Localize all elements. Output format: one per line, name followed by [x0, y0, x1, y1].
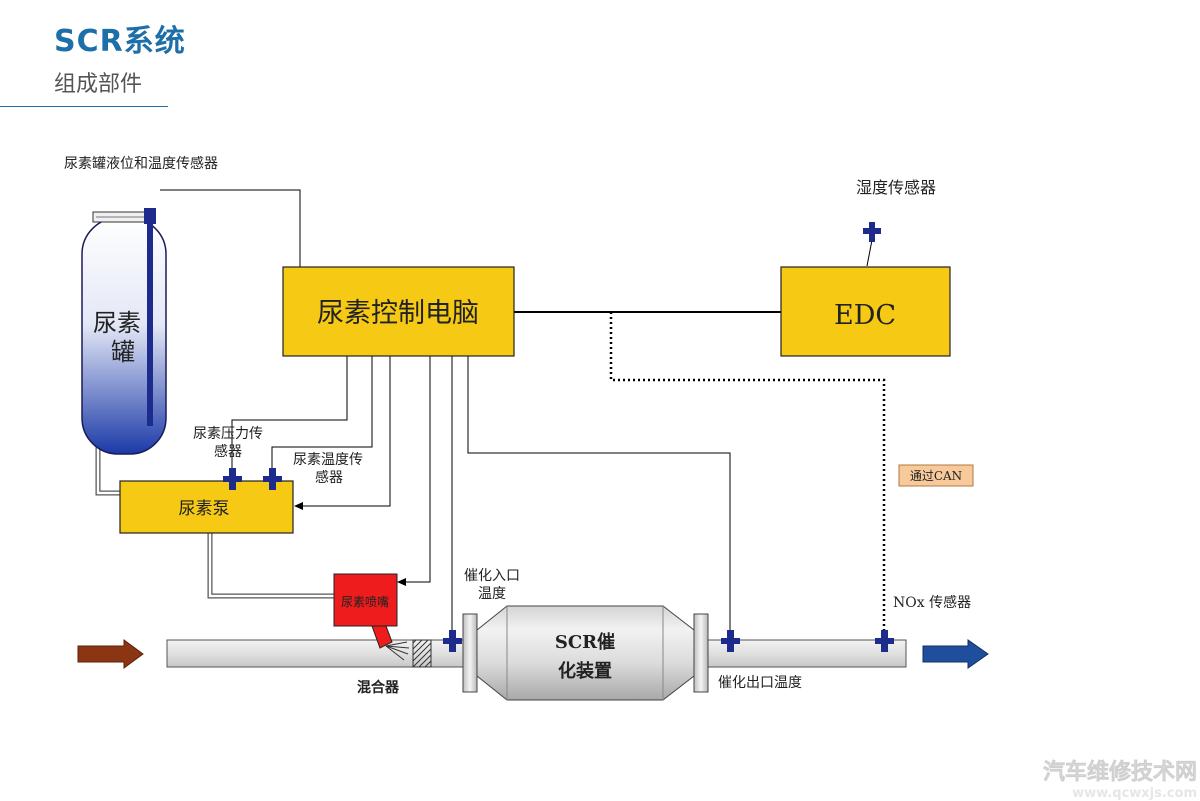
watermark: 汽车维修技术网 www.qcwxjs.com: [1043, 759, 1198, 801]
mixer-label: 混合器: [357, 679, 400, 696]
wire-humidity: [866, 239, 873, 267]
wire-pump-arrowhead: [294, 502, 303, 510]
urea-tank: 尿素 罐: [81, 208, 167, 455]
wire-pressure-sensor: [231, 356, 348, 474]
pump-label: 尿素泵: [179, 499, 230, 519]
humidity-sensor-icon: [863, 222, 881, 242]
wire-nozzle: [401, 356, 431, 583]
tank-label-line1: 尿素: [93, 309, 141, 337]
exhaust-in-arrow-icon: [77, 639, 144, 669]
pressure-sensor-icon: [223, 468, 242, 490]
watermark-line1: 汽车维修技术网: [1043, 759, 1197, 785]
nozzle-label: 尿素喷嘴: [341, 595, 389, 609]
wire-nozzle-arrowhead: [397, 578, 406, 586]
temp-sensor-label-line1: 尿素温度传: [293, 452, 363, 468]
outlet-temp-label: 催化出口温度: [718, 675, 802, 691]
signal-wires: [160, 189, 873, 635]
wire-pump: [300, 356, 391, 507]
can-bus-line: [609, 312, 886, 637]
nox-sensor-icon: [875, 630, 894, 652]
catalyst-label-line2: 化装置: [558, 660, 612, 682]
exhaust-out-arrow-icon: [922, 639, 989, 669]
pressure-sensor-label-line2: 感器: [214, 443, 242, 460]
watermark-line2: www.qcwxjs.com: [1072, 786, 1197, 801]
edc-unit: EDC: [780, 266, 951, 357]
edc-label: EDC: [834, 300, 896, 331]
temp-sensor-label-line2: 感器: [315, 469, 343, 486]
can-badge: 通过CAN: [898, 464, 974, 487]
inlet-temp-label-line1: 催化入口: [464, 568, 520, 584]
urea-nozzle: 尿素喷嘴: [333, 573, 410, 661]
wire-temp-sensor: [271, 356, 373, 474]
catalyst-label-line1: SCR催: [555, 631, 615, 653]
urea-controller: 尿素控制电脑: [282, 266, 515, 357]
page-subtitle: 组成部件: [54, 72, 143, 97]
temp-sensor-icon: [263, 468, 282, 490]
urea-hoses: [95, 445, 334, 599]
inlet-temp-sensor-icon: [443, 630, 462, 652]
page-title: SCR系统: [54, 24, 186, 59]
wire-tank-sensor: [160, 189, 301, 268]
scr-catalyst: SCR催 化装置: [462, 605, 709, 701]
tank-sensor-label: 尿素罐液位和温度传感器: [64, 155, 218, 172]
nox-sensor-label: NOx 传感器: [893, 594, 971, 611]
controller-label: 尿素控制电脑: [317, 298, 479, 329]
mixer: [412, 639, 432, 668]
humidity-sensor-label: 湿度传感器: [856, 178, 936, 197]
wire-outlet-temp: [467, 356, 731, 635]
inlet-temp-label-line2: 温度: [478, 586, 506, 602]
tank-label-line2: 罐: [111, 338, 135, 366]
pressure-sensor-label-line1: 尿素压力传: [193, 426, 263, 442]
outlet-temp-sensor-icon: [721, 630, 740, 652]
can-label: 通过CAN: [910, 469, 962, 483]
urea-pump: 尿素泵: [119, 480, 294, 534]
title-underline: [0, 106, 168, 107]
